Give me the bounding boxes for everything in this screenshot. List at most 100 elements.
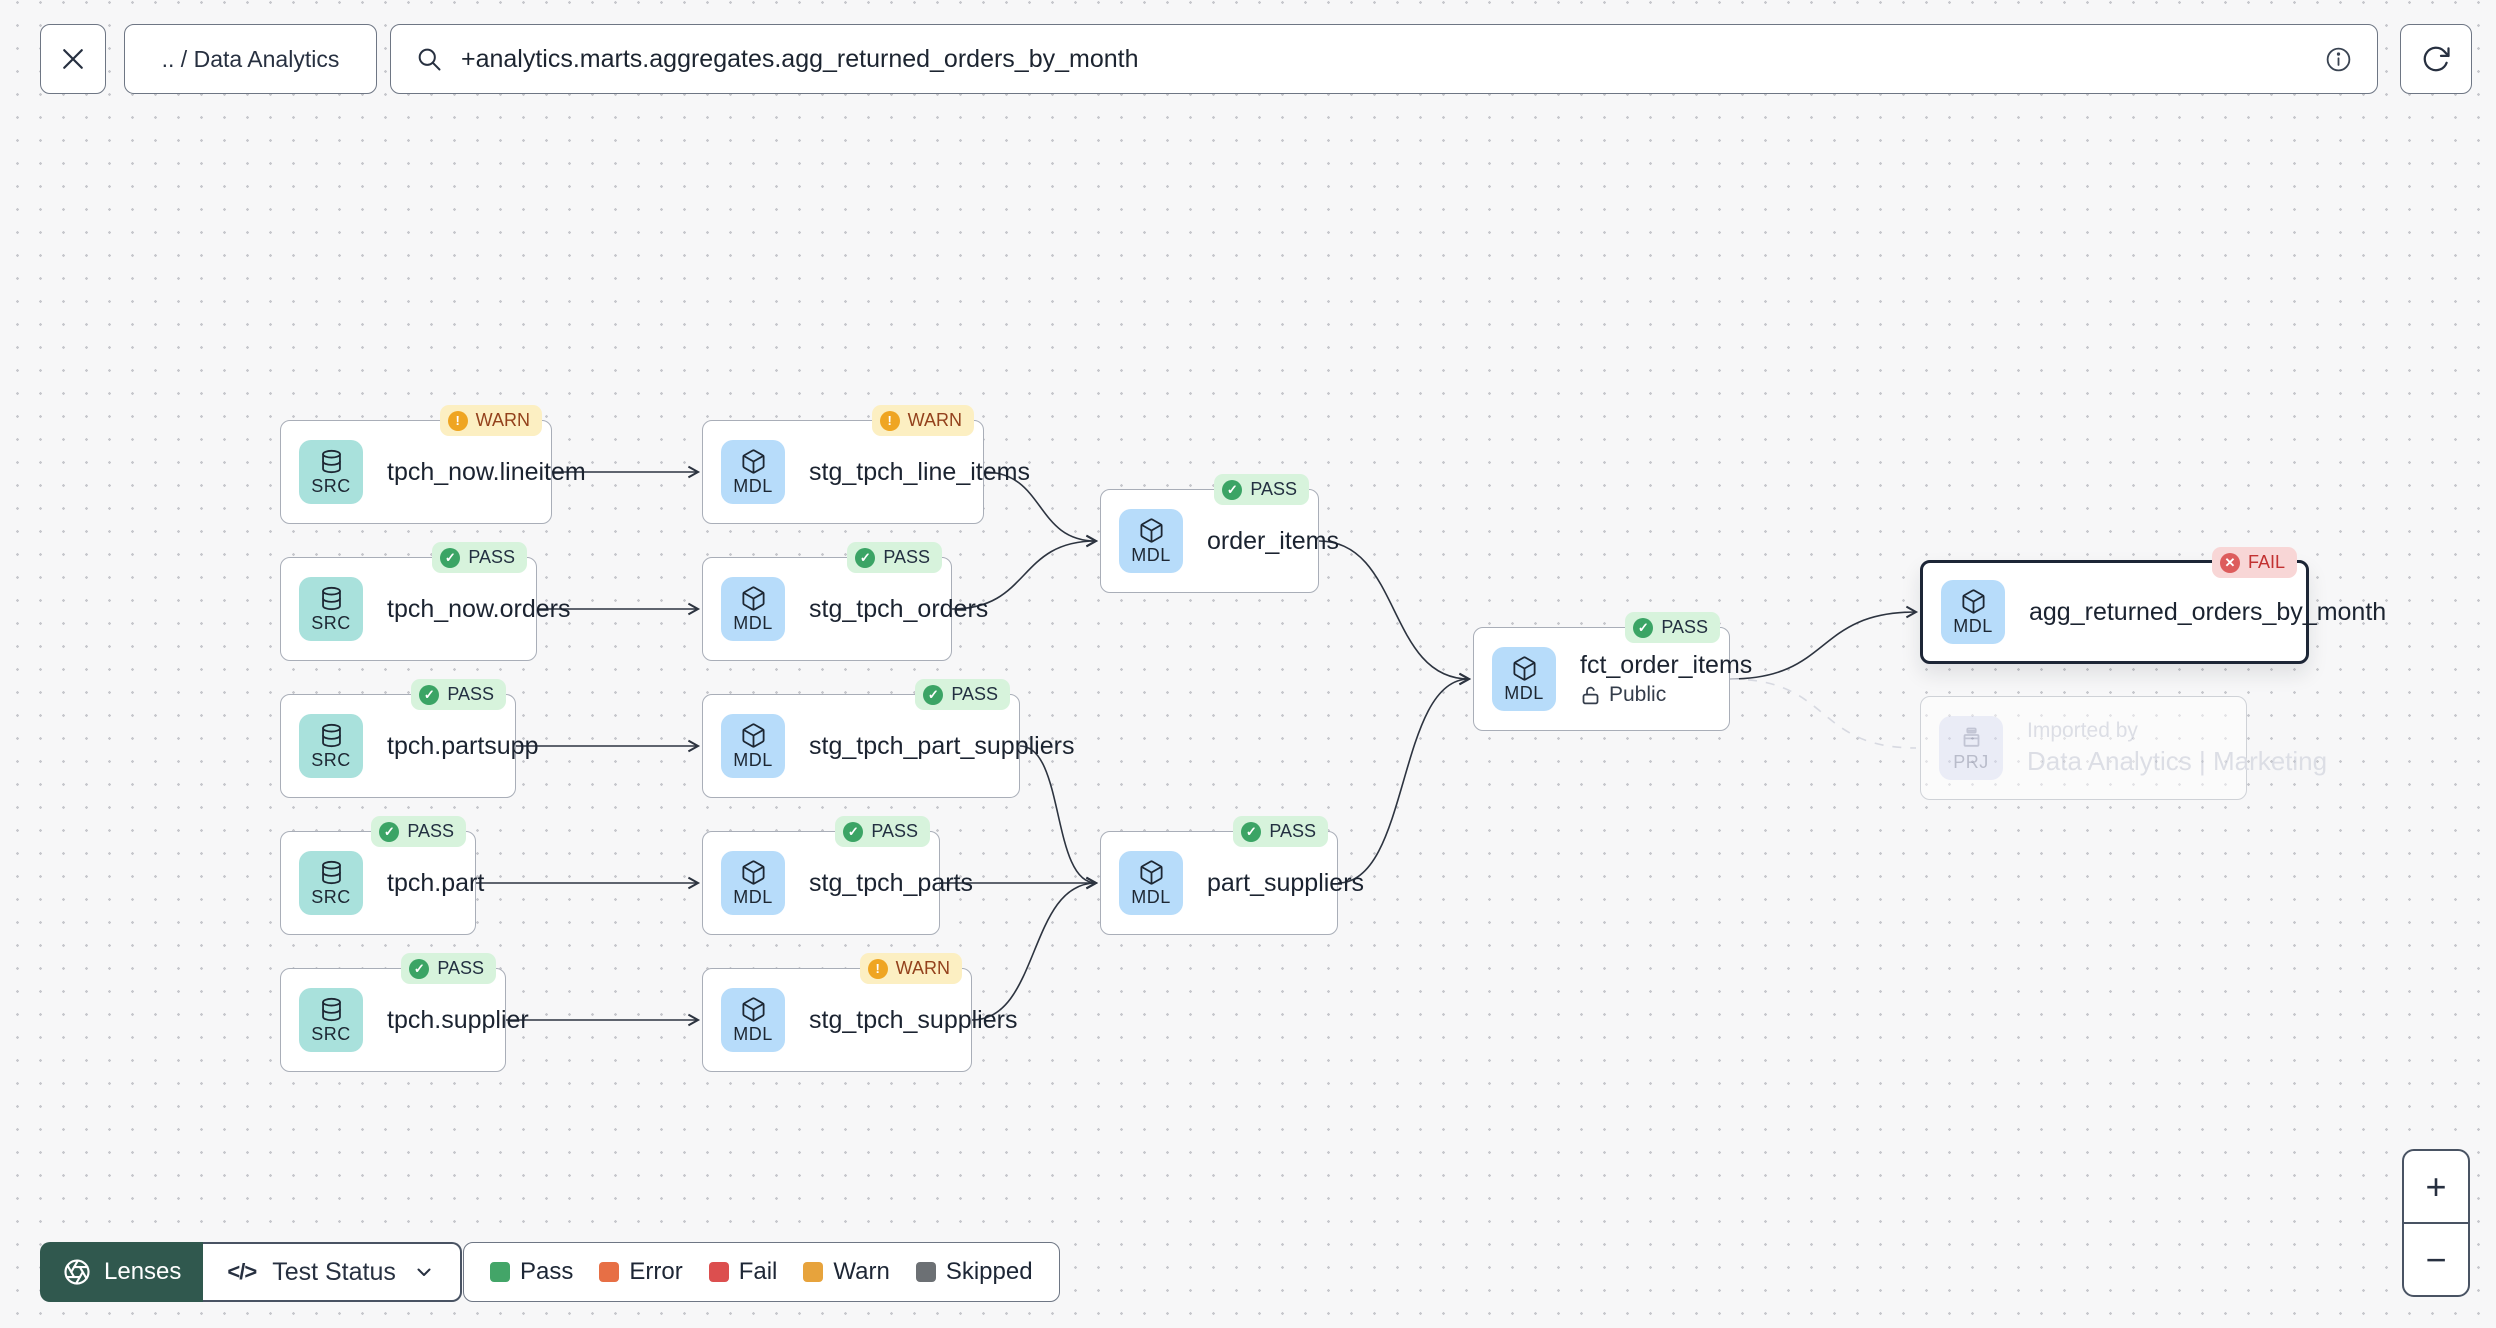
status-badge: ✕ FAIL [2211, 547, 2297, 578]
node-label: tpch.partsupp [387, 731, 539, 760]
node-type-chip: SRC [299, 577, 363, 641]
lock-open-icon [1580, 685, 1601, 706]
node-type-label: MDL [733, 475, 773, 496]
node-type-chip: MDL [721, 851, 785, 915]
node-type-chip: MDL [721, 714, 785, 778]
cube-icon [740, 448, 767, 475]
breadcrumb-label: .. / Data Analytics [161, 45, 340, 72]
status-label: PASS [951, 684, 998, 704]
lineage-edge [951, 534, 1099, 610]
lens-selector-dropdown[interactable]: </> Test Status [203, 1242, 462, 1302]
graph-node[interactable]: ✓ PASS MDL order_items [1100, 474, 1339, 593]
node-top-label: Imported by [2027, 719, 2138, 742]
node-type-chip: MDL [1492, 647, 1556, 711]
graph-node[interactable]: ✓ PASS SRC tpch_now.orders [280, 542, 571, 661]
status-badge: ✓ PASS [847, 542, 942, 573]
status-badge: ! WARN [871, 405, 974, 436]
graph-node[interactable]: ✓ PASS MDL fct_order_items Public [1473, 612, 1752, 731]
zoom-out-button[interactable]: − [2404, 1224, 2468, 1295]
cube-icon [1511, 655, 1538, 682]
node-label: tpch_now.lineitem [387, 457, 586, 486]
node-type-label: MDL [1131, 886, 1171, 907]
lineage-edge [971, 876, 1099, 1021]
node-label: Data Analytics | Marketing [2027, 746, 2328, 776]
graph-node[interactable]: ✓ PASS SRC tpch.supplier [280, 953, 529, 1072]
lenses-button[interactable]: Lenses [40, 1242, 204, 1302]
status-dot-icon: ✓ [409, 958, 430, 979]
status-label: PASS [468, 547, 515, 567]
graph-node[interactable]: ✕ FAIL MDL agg_returned_orders_by_month [1920, 547, 2386, 664]
node-type-label: PRJ [1953, 751, 1989, 772]
status-badge: ✓ PASS [411, 679, 506, 710]
zoom-in-button[interactable]: + [2404, 1151, 2468, 1224]
graph-node[interactable]: ✓ PASS SRC tpch.part [280, 816, 484, 935]
node-label: stg_tpch_line_items [809, 457, 1030, 486]
refresh-button[interactable] [2400, 24, 2472, 94]
legend-item-fail: Fail [708, 1258, 777, 1286]
status-label: FAIL [2247, 552, 2285, 572]
node-type-label: MDL [1131, 544, 1171, 565]
close-button[interactable] [40, 24, 106, 94]
breadcrumb[interactable]: .. / Data Analytics [124, 24, 377, 94]
legend-swatch-icon [803, 1262, 824, 1282]
node-label: tpch_now.orders [387, 594, 571, 623]
graph-node[interactable]: ✓ PASS SRC tpch.partsupp [280, 679, 539, 798]
node-type-label: MDL [733, 749, 773, 770]
graph-node[interactable]: PRJ Imported by Data Analytics | Marketi… [1920, 696, 2328, 800]
lens-controls: Lenses </> Test Status [40, 1242, 462, 1302]
code-icon: </> [227, 1259, 257, 1284]
graph-node[interactable]: ! WARN MDL stg_tpch_line_items [702, 405, 1030, 524]
node-type-chip: PRJ [1939, 716, 2003, 780]
status-label: PASS [1269, 821, 1316, 841]
status-badge: ✓ PASS [1214, 474, 1309, 505]
database-icon [318, 722, 345, 749]
legend-label: Warn [833, 1258, 890, 1285]
graph-node[interactable]: ✓ PASS MDL stg_tpch_part_suppliers [702, 679, 1074, 798]
lineage-edge [1318, 540, 1472, 686]
status-dot-icon: ✓ [1222, 479, 1243, 500]
cube-icon [740, 859, 767, 886]
status-badge: ✓ PASS [371, 816, 466, 847]
node-type-chip: MDL [721, 988, 785, 1052]
legend-swatch-icon [708, 1262, 729, 1282]
node-type-label: SRC [311, 612, 351, 633]
node-label: part_suppliers [1207, 868, 1365, 897]
legend-item-skipped: Skipped [915, 1258, 1033, 1286]
graph-node[interactable]: ! WARN SRC tpch_now.lineitem [280, 405, 586, 524]
legend-item-warn: Warn [803, 1258, 890, 1286]
node-type-chip: MDL [1119, 851, 1183, 915]
refresh-icon [2421, 44, 2451, 74]
node-type-label: MDL [733, 612, 773, 633]
node-type-label: SRC [311, 886, 351, 907]
graph-node[interactable]: ✓ PASS MDL part_suppliers [1100, 816, 1365, 935]
database-icon [318, 996, 345, 1023]
legend-swatch-icon [599, 1262, 620, 1282]
status-label: PASS [883, 547, 930, 567]
graph-node[interactable]: ✓ PASS MDL stg_tpch_orders [702, 542, 988, 661]
node-access-label: Public [1580, 683, 1709, 707]
legend-label: Skipped [945, 1258, 1033, 1285]
status-badge: ✓ PASS [1233, 816, 1328, 847]
database-icon [318, 448, 345, 475]
search-bar[interactable] [390, 24, 2378, 94]
status-label: WARN [907, 410, 962, 430]
search-input[interactable] [461, 44, 2306, 74]
legend-swatch-icon [915, 1262, 936, 1282]
database-icon [318, 585, 345, 612]
status-label: PASS [437, 958, 484, 978]
close-icon [58, 44, 88, 74]
lineage-edge [1729, 605, 1919, 680]
status-dot-icon: ✓ [855, 547, 876, 568]
node-type-chip: MDL [1119, 509, 1183, 573]
cube-icon [740, 996, 767, 1023]
cube-icon [1138, 859, 1165, 886]
status-dot-icon: ✓ [1241, 821, 1262, 842]
graph-node[interactable]: ✓ PASS MDL stg_tpch_parts [702, 816, 973, 935]
status-label: WARN [895, 958, 950, 978]
status-label: PASS [871, 821, 918, 841]
node-type-label: SRC [311, 1023, 351, 1044]
info-icon[interactable] [2324, 45, 2353, 74]
status-dot-icon: ✓ [923, 684, 944, 705]
graph-node[interactable]: ! WARN MDL stg_tpch_suppliers [702, 953, 1017, 1072]
